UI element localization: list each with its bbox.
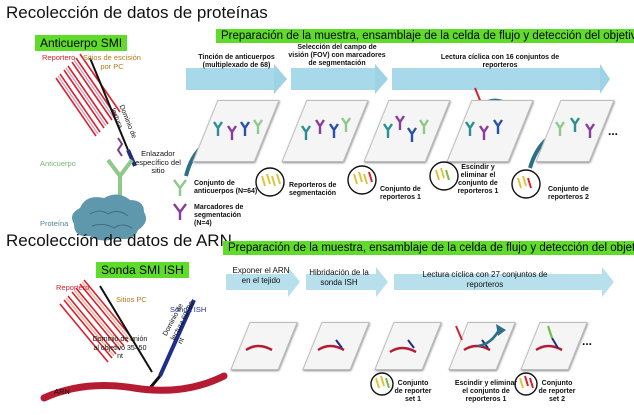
protein-caption-2: Conjunto de reporteros 1	[380, 186, 421, 201]
protein-banner-title: Preparación de la muestra, ensamblaje de…	[216, 29, 634, 43]
rna-caption-3: Conjunto de reporter set 2	[538, 380, 576, 403]
legend-segmentation-markers: Marcadores de segmentación (N=4)	[194, 204, 244, 227]
protein-step-2: Selección del campo de visión (FOV) con …	[288, 44, 386, 67]
rna-banner-title: Preparación de la muestra, ensamblaje de…	[223, 241, 634, 255]
rna-step-1: Exponer el ARN en el tejido	[232, 266, 290, 285]
rna-reporter-label: Reportero	[56, 283, 90, 292]
rna-step-arrows	[226, 262, 618, 304]
reporter-label: Reportero	[42, 53, 76, 62]
rna-caption-2: Escindir y eliminar el conjunto de repor…	[454, 380, 518, 403]
protein-caption-1: Reporteros de segmentación	[289, 182, 337, 197]
rna-step-2: Hibridación de la sonda ISH	[309, 268, 369, 287]
linker-label: Enlazador específico del sitio	[135, 149, 181, 175]
cleavage-sites-label: Sitios de escisión por PC	[83, 53, 141, 71]
legend-antibody-set: Conjunto de anticuerpos (N=64)	[194, 180, 258, 195]
rna-label: ARN	[54, 387, 70, 396]
ish-probe-label: Sonda SMI ISH	[96, 262, 189, 278]
protein-step-3: Lectura cíclica con 16 conjuntos de repo…	[440, 54, 560, 69]
binding-domain-label: Dominio de unión al objetivo 35–50 nt	[92, 336, 148, 360]
pc-sites-label: Sitios PC	[116, 295, 147, 304]
protein-caption-4: Conjunto de reporteros 2	[548, 186, 589, 201]
protein-label: Proteína	[40, 219, 69, 228]
rna-section-title: Recolección de datos de ARN	[6, 231, 232, 250]
antibody-probe-label: Anticuerpo SMI	[35, 35, 128, 51]
protein-step-1: Tinción de anticuerpos (multiplexado de …	[198, 54, 275, 69]
rna-caption-1: Conjunto de reporter set 1	[394, 380, 432, 403]
protein-ellipsis: ...	[608, 124, 619, 138]
protein-section-title: Recolección de datos de proteínas	[6, 3, 268, 22]
protein-step-arrows	[186, 64, 610, 94]
ish-probe-name-label: Sonda ISH	[170, 305, 207, 314]
rna-step-3: Lectura cíclica con 27 conjuntos de repo…	[422, 270, 548, 289]
rna-ellipsis: ...	[582, 334, 593, 348]
antibody-label: Anticuerpo	[40, 159, 76, 168]
protein-caption-3: Escindir y eliminar el conjunto de repor…	[457, 164, 499, 195]
